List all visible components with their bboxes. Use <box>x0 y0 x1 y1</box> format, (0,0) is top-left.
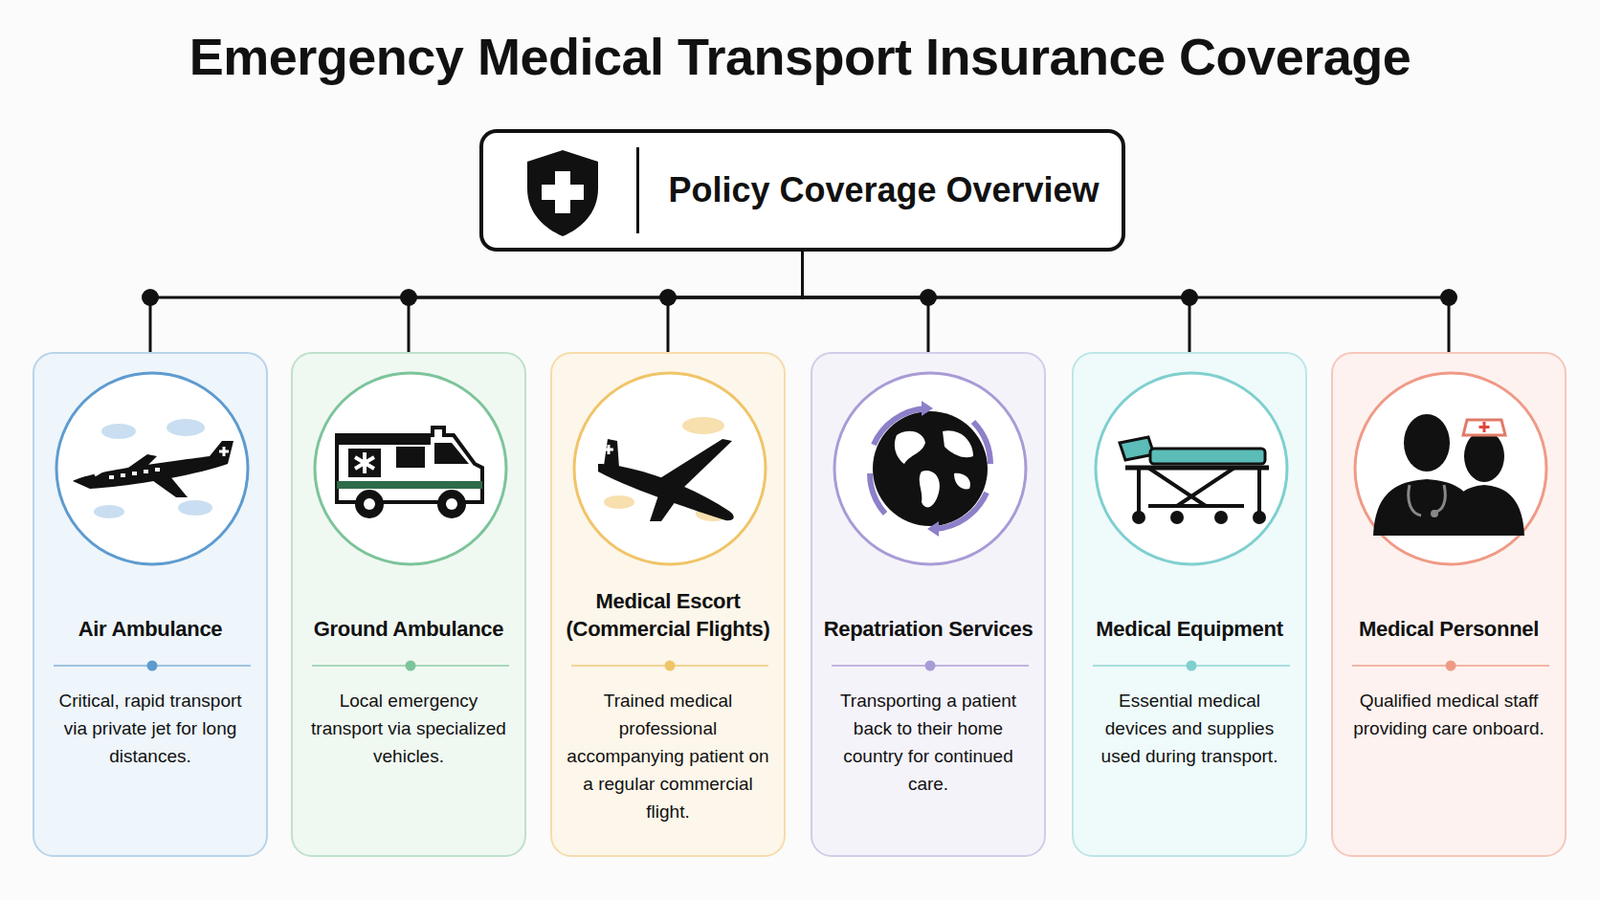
divider-line <box>1352 660 1550 672</box>
card-description: Trained medical professional accompanyin… <box>552 687 784 826</box>
card-description: Critical, rapid transport via private je… <box>34 687 267 771</box>
coverage-card: Air AmbulanceCritical, rapid transport v… <box>32 352 268 858</box>
airliner-icon <box>569 368 771 570</box>
card-heading: Ground Ambulance <box>306 615 512 644</box>
card-heading: Repatriation Services <box>816 615 1042 644</box>
overview-label: Policy Coverage Overview <box>667 170 1099 211</box>
card-heading: Air Ambulance <box>70 615 231 644</box>
shield-icon <box>510 138 616 245</box>
coverage-card: Medical PersonnelQualified medical staff… <box>1331 352 1567 858</box>
tree-connector <box>667 251 803 353</box>
junction-dot <box>1440 288 1458 307</box>
tree-connector <box>408 251 803 353</box>
card-description: Qualified medical staff providing care o… <box>1333 687 1565 743</box>
tree-connector <box>150 251 803 353</box>
junction-dot <box>400 288 418 307</box>
staff-icon <box>1350 368 1552 570</box>
card-heading: Medical Personnel <box>1351 615 1547 644</box>
tree-connector <box>802 251 930 353</box>
stretcher-icon <box>1090 368 1292 570</box>
coverage-card: Medical Escort (Commercial Flights) Train… <box>550 352 786 858</box>
card-heading: Medical Escort (Commercial Flights) <box>552 587 784 644</box>
divider-line <box>53 660 251 672</box>
coverage-card: Ground AmbulanceLocal emergency transpor… <box>290 352 527 858</box>
ambulance-icon <box>310 368 512 570</box>
tree-connector <box>802 251 1450 353</box>
overview-box: Policy Coverage Overview <box>479 129 1126 252</box>
junction-dot <box>141 288 159 307</box>
divider-line <box>571 660 769 672</box>
globe-icon <box>829 368 1031 570</box>
diagram-title: Emergency Medical Transport Insurance Co… <box>0 26 1600 87</box>
card-heading: Medical Equipment <box>1088 615 1290 644</box>
coverage-card: Medical EquipmentEssential medical devic… <box>1071 352 1308 858</box>
divider-line <box>311 660 510 672</box>
divider-line <box>831 660 1029 672</box>
card-description: Local emergency transport via specialize… <box>292 687 525 771</box>
divider-line <box>1092 660 1290 672</box>
card-description: Transporting a patient back to their hom… <box>812 687 1045 799</box>
card-description: Essential medical devices and supplies u… <box>1073 687 1306 771</box>
jet-icon <box>51 368 253 570</box>
coverage-card: Repatriation ServicesTransporting a pati… <box>810 352 1046 858</box>
junction-dot <box>659 288 677 307</box>
tree-connector <box>802 251 1191 353</box>
separator-line <box>636 147 641 234</box>
